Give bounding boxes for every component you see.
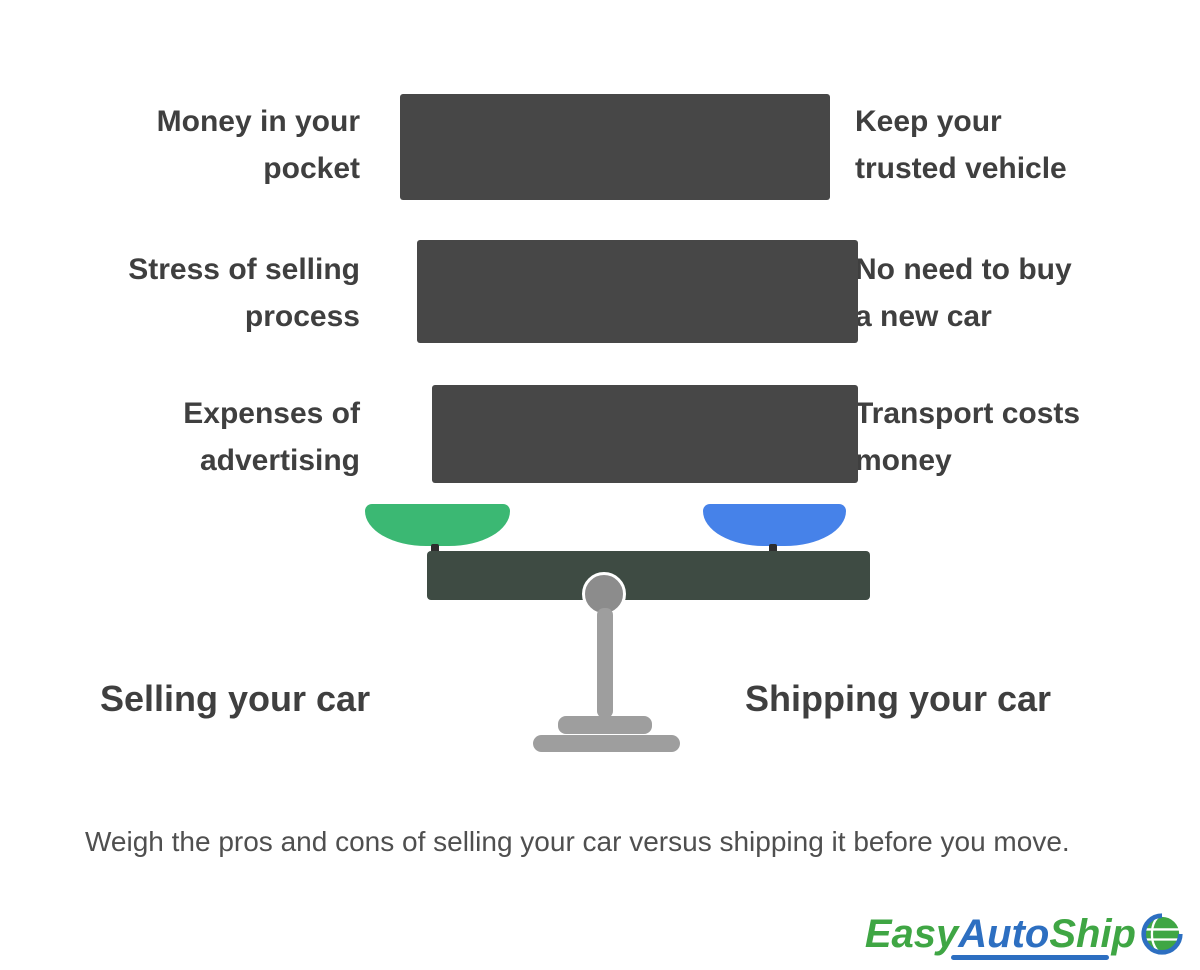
scale-pan-left-green [365,504,510,546]
left-label-3-line1: Expenses of [183,397,360,430]
right-label-3-line2: money [855,444,952,477]
right-label-3: Transport costs money [855,390,1165,484]
left-label-1-line1: Money in your [156,105,360,138]
globe-icon [1141,913,1183,955]
scale-beam [427,551,870,600]
right-label-2-line1: No need to buy [855,253,1072,286]
row-banner-1 [400,94,830,200]
left-label-3-line2: advertising [199,444,360,477]
logo-word-ship: Ship [1049,912,1136,956]
right-label-1: Keep your trusted vehicle [855,98,1165,192]
logo-word-easy: Easy [864,912,959,956]
left-label-3: Expenses of advertising [40,390,360,484]
left-label-2: Stress of selling process [40,246,360,340]
scale-base-lower [533,735,680,752]
scale-hanger-right [769,544,777,556]
brand-logo-text: EasyAutoShip [864,912,1136,960]
left-label-1-line2: pocket [263,152,360,185]
logo-word-auto: Auto [958,912,1050,956]
scale-hanger-left [431,544,439,556]
right-label-1-line2: trusted vehicle [855,152,1067,185]
scale-post [597,608,613,718]
left-label-1: Money in your pocket [40,98,360,192]
scale-pan-right-blue [703,504,846,546]
right-label-2: No need to buy a new car [855,246,1165,340]
row-banner-3 [432,385,858,483]
row-banner-2 [417,240,858,343]
scale-base-upper [558,716,652,734]
logo-underline-swoosh [950,955,1109,960]
left-label-2-line1: Stress of selling [128,253,360,286]
footer-label-left: Selling your car [100,678,371,719]
left-label-2-line2: process [244,300,360,333]
brand-logo: EasyAutoShip [864,912,1184,960]
footer-label-right: Shipping your car [745,678,1052,719]
right-label-2-line2: a new car [855,300,992,333]
right-label-1-line1: Keep your [855,105,1002,138]
caption-text: Weigh the pros and cons of selling your … [85,826,1070,857]
right-label-3-line1: Transport costs [855,397,1081,430]
